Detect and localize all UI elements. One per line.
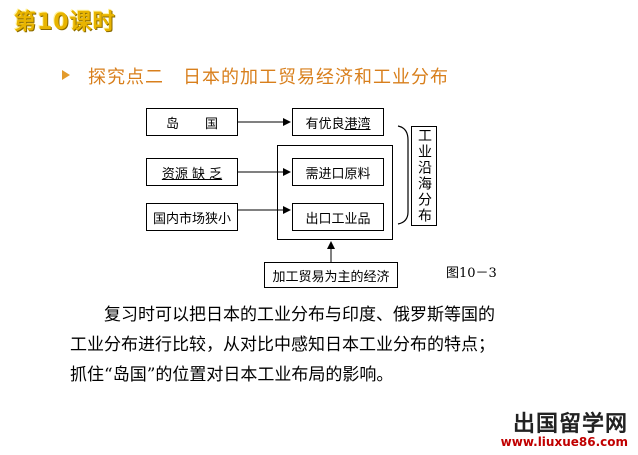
box-processing-trade-economy: 加工贸易为主的经济: [264, 262, 398, 288]
bracket-right: [397, 125, 409, 225]
body-line: 工业分布进行比较，从对比中感知日本工业分布的特点；: [70, 335, 495, 355]
body-line: 复习时可以把日本的工业分布与印度、俄罗斯等国的: [104, 305, 495, 325]
watermark-logo: 出国留学网 www.liuxue86.com: [501, 406, 628, 449]
good-harbors-prefix: 有优良: [305, 116, 345, 132]
body-line: 抓住“岛国”的位置对日本工业布局的影响。: [70, 365, 394, 385]
bullet-icon: [62, 70, 70, 80]
box-small-domestic-market: 国内市场狭小: [146, 203, 238, 231]
lesson-title: 第10课时: [14, 10, 116, 35]
box-lack-resources-label: 资源 缺 乏: [161, 166, 223, 182]
box-good-harbors: 有优良港湾: [292, 108, 384, 136]
watermark-url: www.liuxue86.com: [500, 435, 628, 449]
box-coastal-industry: 工业沿海分布: [411, 126, 437, 226]
figure-label: 图10－3: [446, 266, 497, 281]
body-paragraph: 复习时可以把日本的工业分布与印度、俄罗斯等国的 工业分布进行比较，从对比中感知日…: [70, 300, 610, 390]
box-import-raw-materials: 需进口原料: [292, 158, 384, 186]
box-island-nation: 岛 国: [146, 108, 238, 136]
good-harbors-underlined: 港湾: [344, 116, 371, 132]
box-export-industrial-goods: 出口工业品: [292, 203, 384, 231]
watermark-name: 出国留学网: [512, 412, 628, 437]
processing-frame: [277, 145, 393, 240]
box-lack-resources: 资源 缺 乏: [146, 158, 238, 186]
section-heading: 探究点二 日本的加工贸易经济和工业分布: [88, 67, 449, 88]
